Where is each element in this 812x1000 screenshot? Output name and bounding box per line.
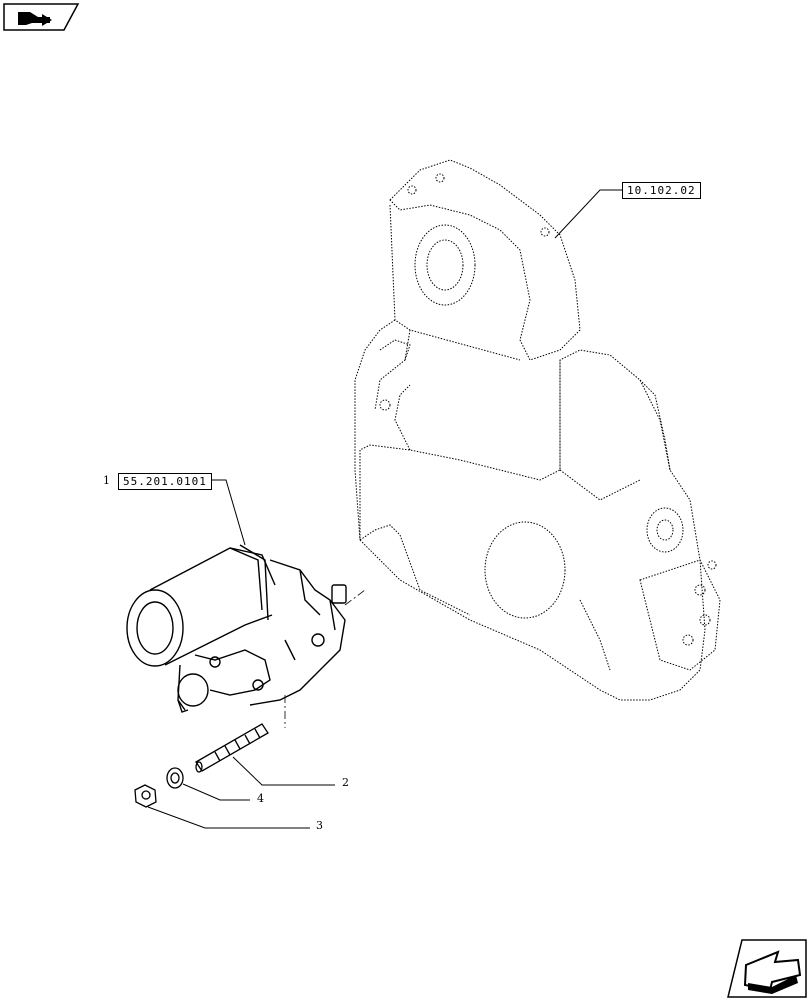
item-number-nut: 3 — [316, 819, 323, 832]
item-number-stud: 2 — [342, 776, 349, 789]
engine-flywheel-housing — [354, 159, 721, 701]
callout-engine-ref[interactable]: 10.102.02 — [622, 182, 701, 199]
stud-part[interactable] — [195, 723, 269, 773]
nut-part[interactable] — [134, 784, 157, 808]
leader-lines — [147, 189, 623, 829]
callout-starter-ref[interactable]: 55.201.0101 — [118, 473, 212, 490]
item-number-starter: 1 — [103, 474, 110, 487]
page-forward-icon[interactable] — [727, 939, 807, 998]
page-back-icon[interactable] — [3, 3, 80, 31]
item-number-washer: 4 — [257, 792, 264, 805]
starter-motor[interactable] — [126, 544, 347, 713]
alignment-line — [344, 589, 366, 606]
washer-part[interactable] — [166, 767, 184, 789]
